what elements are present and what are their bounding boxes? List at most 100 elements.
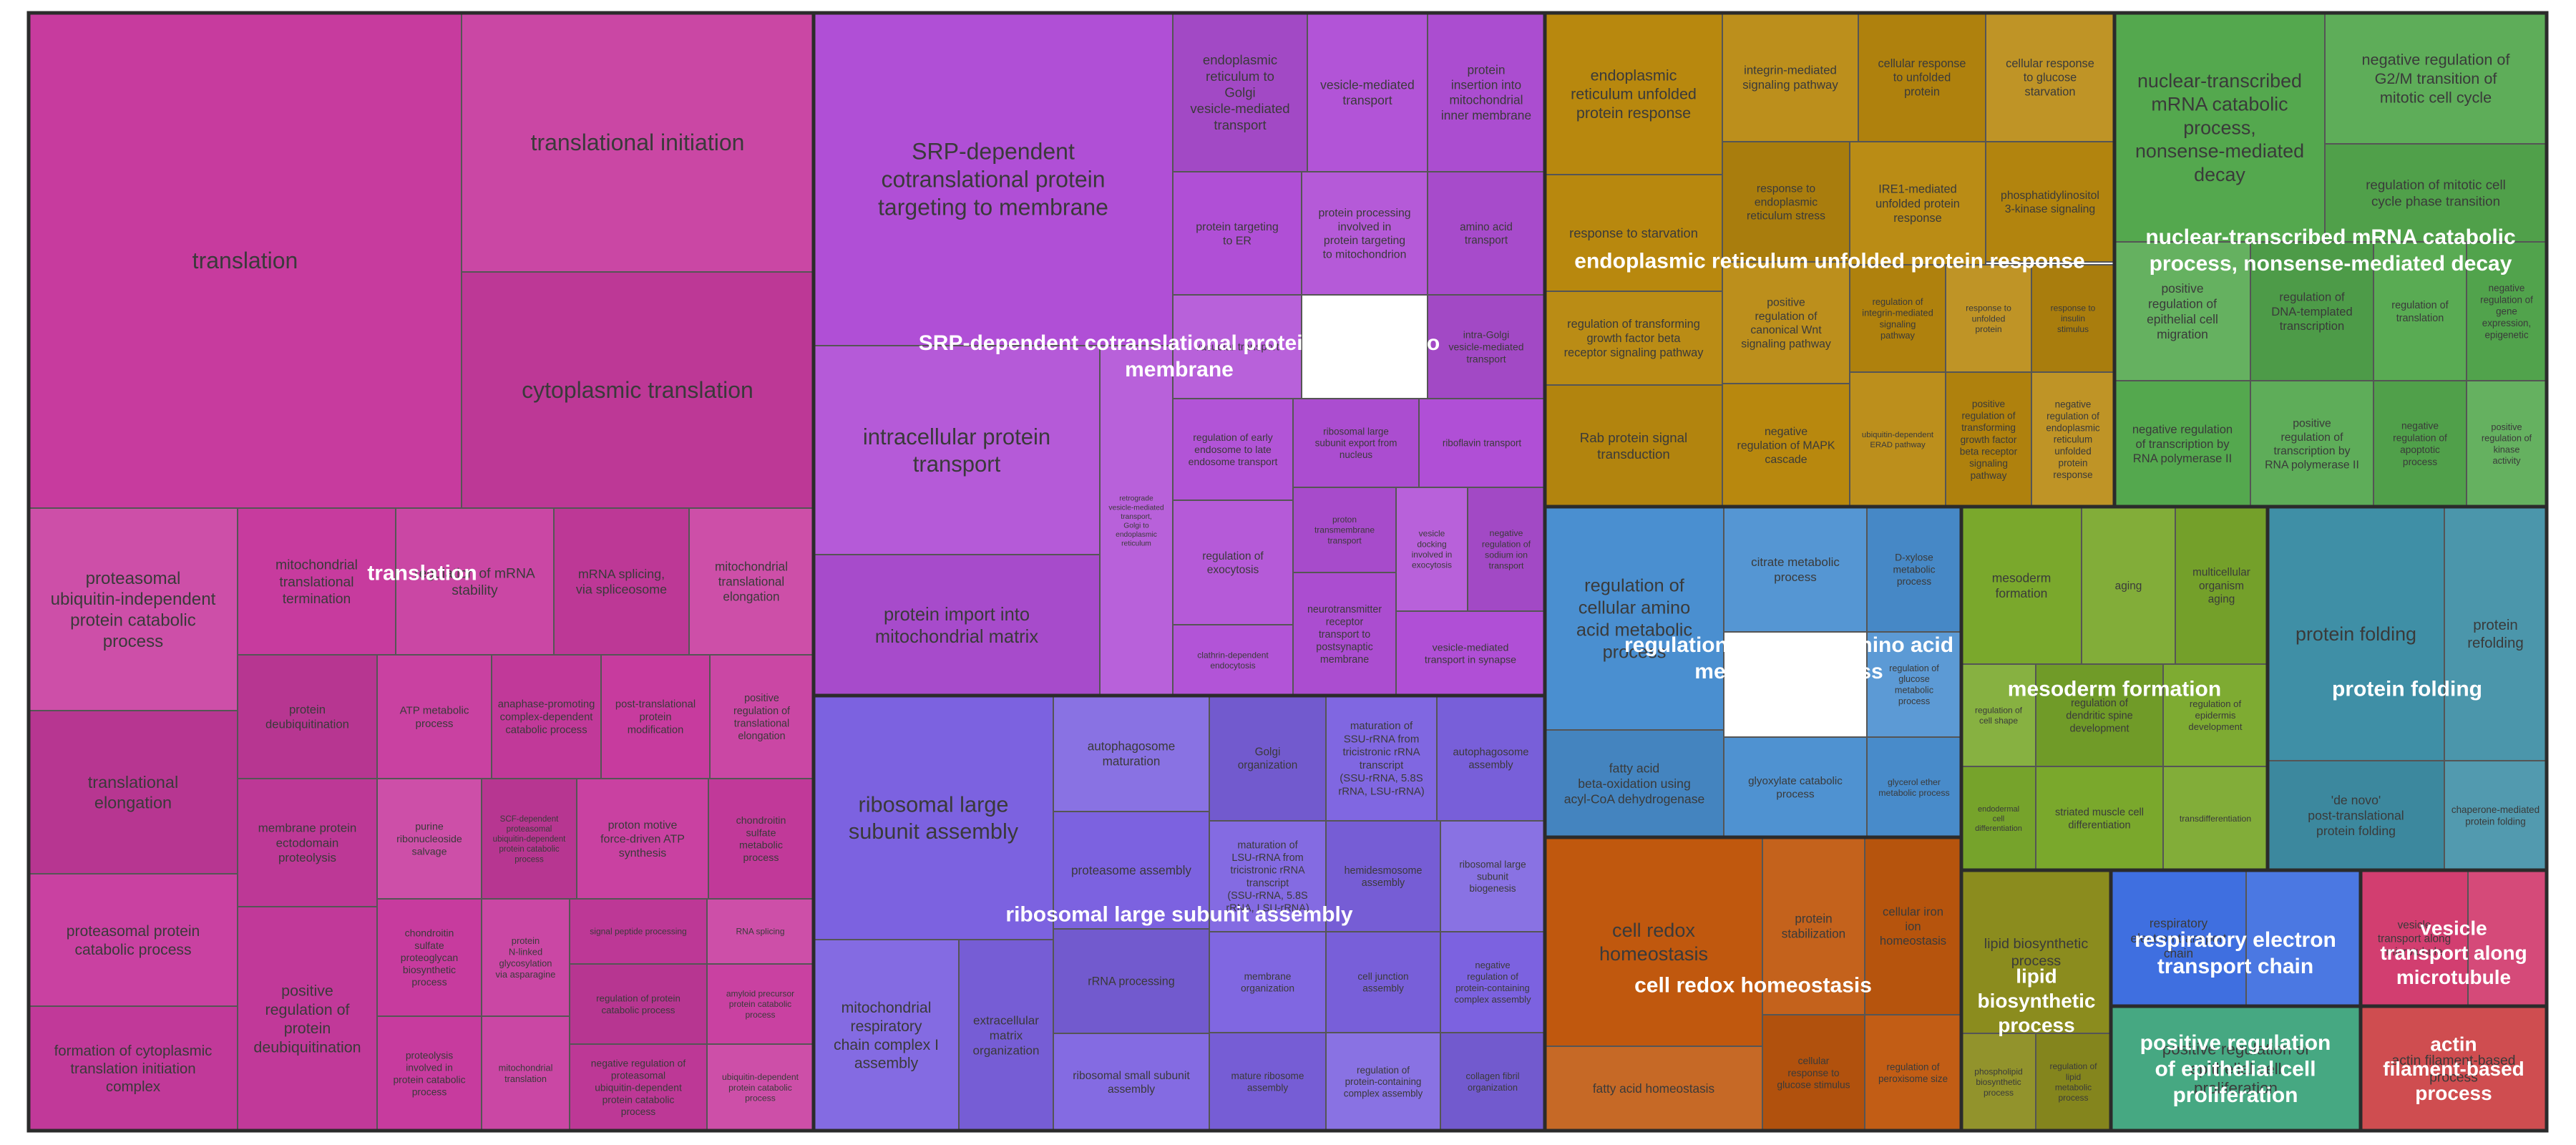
- treemap-cell[interactable]: [1053, 811, 1210, 930]
- treemap-cell[interactable]: [1864, 837, 1962, 1015]
- treemap-cell[interactable]: [2081, 506, 2176, 665]
- treemap-cell[interactable]: [1762, 837, 1865, 1015]
- treemap-cell[interactable]: [1172, 294, 1302, 399]
- treemap-cell[interactable]: [28, 1005, 238, 1131]
- treemap-cell[interactable]: [1467, 487, 1546, 612]
- treemap-cell[interactable]: [569, 963, 708, 1045]
- treemap-cell[interactable]: [2035, 663, 2164, 767]
- treemap-cell[interactable]: [1544, 506, 1724, 731]
- treemap-cell[interactable]: [1209, 931, 1327, 1033]
- treemap-cell[interactable]: [1723, 736, 1868, 838]
- treemap-cell[interactable]: [1440, 931, 1546, 1033]
- treemap-cell[interactable]: [1172, 500, 1294, 625]
- treemap-cell[interactable]: [958, 939, 1054, 1131]
- treemap-cell[interactable]: [1325, 820, 1441, 932]
- treemap-cell[interactable]: [1292, 572, 1397, 696]
- treemap-cell[interactable]: [1427, 171, 1546, 296]
- treemap-cell[interactable]: [2031, 371, 2115, 507]
- treemap-cell[interactable]: [2245, 869, 2361, 1007]
- treemap-cell[interactable]: [481, 778, 577, 900]
- treemap-cell[interactable]: [2114, 241, 2251, 381]
- treemap-cell[interactable]: [1945, 371, 2032, 507]
- treemap-cell[interactable]: [1864, 1014, 1962, 1131]
- treemap-cell[interactable]: [28, 710, 238, 874]
- treemap-cell[interactable]: [2444, 760, 2547, 871]
- treemap-cell[interactable]: [2035, 766, 2164, 871]
- treemap-cell[interactable]: [1418, 398, 1546, 488]
- treemap-cell[interactable]: [2324, 12, 2547, 145]
- treemap-cell[interactable]: [1427, 12, 1546, 172]
- treemap-cell[interactable]: [1722, 261, 1850, 384]
- treemap-cell[interactable]: [1722, 383, 1850, 507]
- treemap-cell[interactable]: [1292, 398, 1420, 488]
- treemap-cell[interactable]: [2267, 760, 2445, 871]
- treemap-cell[interactable]: [237, 778, 378, 907]
- treemap-cell[interactable]: [2360, 1005, 2547, 1131]
- treemap-cell[interactable]: [237, 906, 378, 1131]
- treemap-cell[interactable]: [2267, 506, 2445, 761]
- treemap-cell[interactable]: [1849, 141, 1986, 265]
- treemap-cell[interactable]: [1099, 345, 1174, 696]
- treemap-cell[interactable]: [1172, 624, 1294, 696]
- treemap-cell[interactable]: [1209, 1032, 1327, 1131]
- treemap-cell[interactable]: [1427, 294, 1546, 399]
- treemap-cell[interactable]: [461, 271, 814, 509]
- treemap-cell[interactable]: [1325, 931, 1441, 1033]
- treemap-cell[interactable]: [1440, 1032, 1546, 1131]
- treemap-cell[interactable]: [376, 654, 492, 779]
- treemap-cell[interactable]: [1985, 12, 2115, 142]
- treemap-cell[interactable]: [1544, 174, 1723, 292]
- treemap-cell[interactable]: [2114, 12, 2326, 243]
- treemap-cell[interactable]: [1762, 1014, 1865, 1131]
- treemap-cell[interactable]: [600, 654, 711, 779]
- treemap-cell[interactable]: [2466, 380, 2547, 507]
- treemap-cell[interactable]: [1325, 1032, 1441, 1131]
- treemap-cell[interactable]: [237, 507, 396, 656]
- treemap-cell[interactable]: [706, 1043, 814, 1131]
- treemap-cell[interactable]: [1307, 12, 1428, 172]
- treemap-cell[interactable]: [1849, 371, 1946, 507]
- treemap-cell[interactable]: [688, 507, 814, 656]
- treemap-cell[interactable]: [1172, 398, 1294, 501]
- treemap-cell[interactable]: [1866, 631, 1962, 738]
- treemap-cell[interactable]: [1053, 695, 1210, 812]
- treemap-cell[interactable]: [1053, 1033, 1210, 1131]
- treemap-cell[interactable]: [576, 778, 709, 900]
- treemap-cell[interactable]: [2250, 241, 2374, 381]
- treemap-cell[interactable]: [2162, 766, 2268, 871]
- treemap-cell[interactable]: [2114, 380, 2251, 507]
- treemap-cell[interactable]: [813, 345, 1101, 555]
- treemap-cell[interactable]: [2250, 380, 2374, 507]
- treemap-cell[interactable]: [1395, 487, 1468, 612]
- treemap-cell[interactable]: [1961, 506, 2082, 665]
- treemap-cell[interactable]: [813, 695, 1054, 940]
- treemap-cell[interactable]: [1849, 264, 1946, 373]
- treemap-cell[interactable]: [706, 898, 814, 965]
- treemap-cell[interactable]: [1858, 12, 1986, 142]
- treemap-cell[interactable]: [2360, 869, 2469, 1007]
- treemap-cell[interactable]: [237, 654, 378, 779]
- treemap-cell[interactable]: [1301, 171, 1428, 296]
- treemap-cell[interactable]: [1722, 12, 1859, 142]
- treemap-cell[interactable]: [395, 507, 555, 656]
- treemap-cell[interactable]: [1985, 141, 2115, 263]
- treemap-cell[interactable]: [1722, 141, 1850, 263]
- treemap-cell[interactable]: [28, 507, 238, 711]
- treemap-cell[interactable]: [376, 1015, 482, 1131]
- treemap-cell[interactable]: [28, 12, 462, 509]
- treemap-cell[interactable]: [2035, 1033, 2112, 1131]
- treemap-cell[interactable]: [2324, 143, 2547, 243]
- treemap-cell[interactable]: [1172, 171, 1302, 296]
- treemap-cell[interactable]: [708, 778, 814, 900]
- treemap-cell[interactable]: [28, 873, 238, 1007]
- treemap-cell[interactable]: [706, 963, 814, 1045]
- treemap-cell[interactable]: [1961, 766, 2036, 871]
- treemap-cell[interactable]: [813, 939, 960, 1131]
- treemap-cell[interactable]: [2466, 241, 2547, 381]
- treemap-cell[interactable]: [2444, 506, 2547, 761]
- treemap-cell[interactable]: [2373, 380, 2467, 507]
- treemap-cell[interactable]: [2031, 264, 2115, 373]
- treemap-cell[interactable]: [1053, 928, 1210, 1034]
- treemap-cell[interactable]: [2373, 241, 2467, 381]
- treemap-cell[interactable]: [1544, 12, 1723, 175]
